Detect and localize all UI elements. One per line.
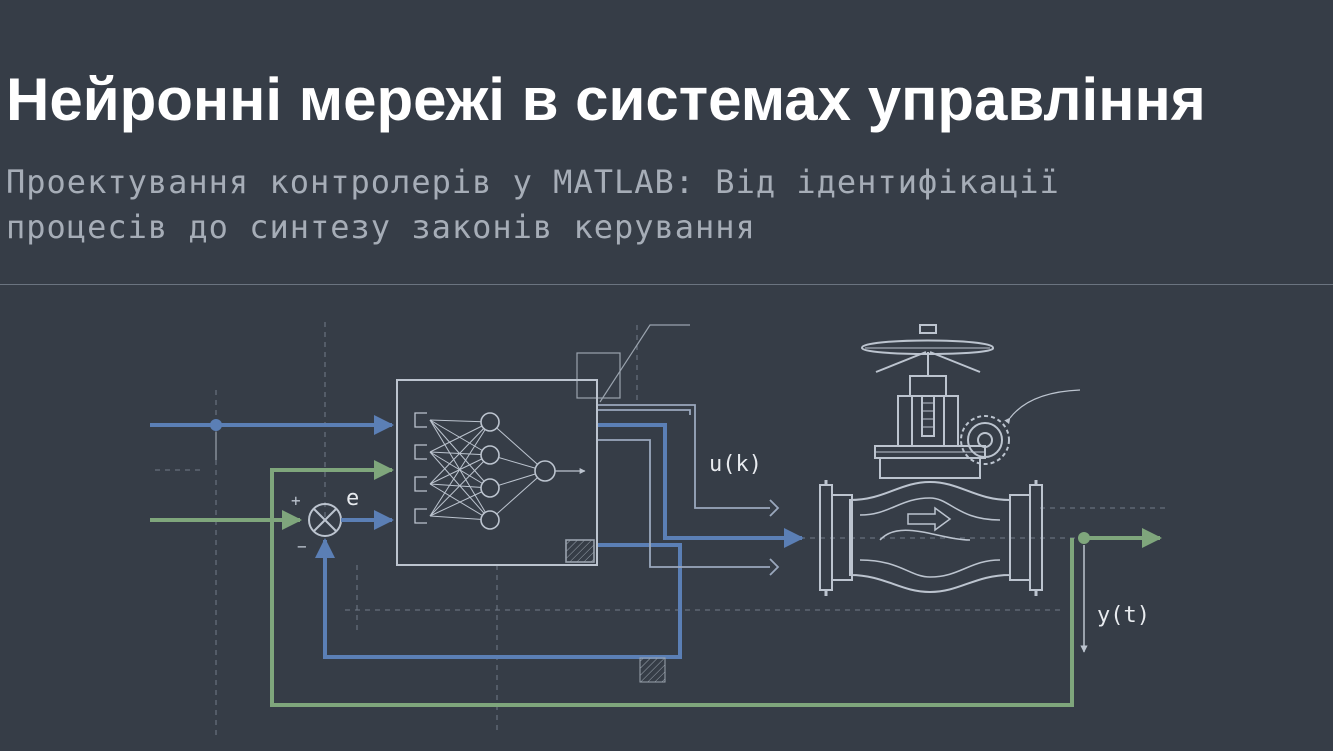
control-label: u(k) [709, 452, 762, 477]
output-branch-point [1078, 532, 1090, 544]
callout-leaders [576, 324, 1081, 425]
controller-callout-box [576, 352, 621, 399]
handwheel-icon [860, 324, 995, 376]
control-valve [819, 324, 1043, 596]
control-signal-line [598, 423, 804, 548]
controller-hatch [565, 539, 595, 563]
controller-block [396, 379, 598, 566]
output-neuron [534, 460, 556, 482]
neural-network-controller [396, 379, 598, 566]
blue-signal-paths [315, 423, 804, 659]
controller-feedback-loop [315, 538, 682, 659]
page-title: Нейронні мережі в системах управління [6, 66, 1206, 133]
subtitle-line-1: Проектування контролерів у MATLAB: Від і… [6, 163, 1060, 201]
controller-leader [599, 324, 690, 403]
hidden-neurons [480, 412, 500, 530]
network-connections [429, 419, 546, 521]
flow-arrow-icon [907, 506, 952, 532]
subtitle-line-2: процесів до синтезу законів керування [6, 208, 756, 246]
feedback-hatch-pad [639, 657, 666, 683]
plus-sign: + [291, 491, 301, 510]
subtitle: Проектування контролерів у MATLAB: Від і… [6, 160, 1060, 250]
error-label: e [346, 486, 359, 511]
input-taps [414, 412, 427, 524]
output-label: y(t) [1097, 603, 1150, 628]
header-divider [0, 284, 1333, 285]
feedback-to-controller-line [270, 460, 394, 520]
reference-input [150, 415, 394, 460]
controller-output-lines [598, 404, 780, 576]
branch-point [210, 419, 222, 431]
minus-sign: − [297, 537, 307, 556]
output-feedback-loop [270, 520, 1074, 707]
actuator-leader [1004, 389, 1081, 425]
green-signal-paths [150, 460, 1162, 707]
